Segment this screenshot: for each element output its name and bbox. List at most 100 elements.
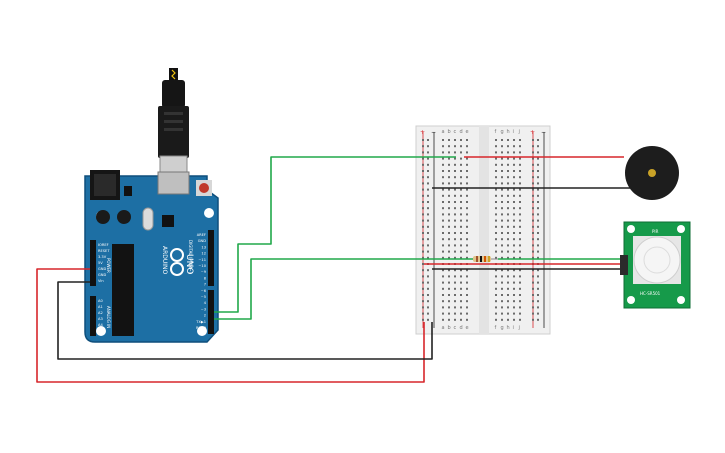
breadboard-hole[interactable] [507, 194, 509, 197]
breadboard-hole[interactable] [507, 157, 509, 160]
breadboard-hole[interactable] [422, 139, 424, 141]
breadboard-hole[interactable] [532, 219, 534, 222]
breadboard-hole[interactable] [442, 188, 444, 191]
breadboard-hole[interactable] [454, 250, 456, 253]
breadboard-hole[interactable] [495, 157, 497, 160]
breadboard-hole[interactable] [448, 287, 450, 290]
breadboard-hole[interactable] [495, 318, 497, 321]
breadboard-hole[interactable] [532, 194, 534, 197]
breadboard-hole[interactable] [507, 163, 509, 166]
breadboard-hole[interactable] [532, 256, 534, 259]
breadboard-hole[interactable] [460, 225, 462, 228]
breadboard-hole[interactable] [466, 151, 468, 154]
breadboard-hole[interactable] [537, 176, 539, 179]
breadboard-hole[interactable] [427, 238, 429, 241]
breadboard-hole[interactable] [507, 201, 509, 203]
breadboard-hole[interactable] [501, 194, 503, 197]
breadboard-hole[interactable] [466, 250, 468, 253]
breadboard-hole[interactable] [454, 281, 456, 284]
breadboard-hole[interactable] [537, 300, 539, 303]
breadboard-hole[interactable] [501, 312, 503, 315]
breadboard-hole[interactable] [442, 287, 444, 290]
breadboard-hole[interactable] [442, 306, 444, 309]
breadboard-hole[interactable] [422, 287, 424, 290]
breadboard-hole[interactable] [495, 312, 497, 315]
breadboard-hole[interactable] [442, 256, 444, 259]
breadboard-hole[interactable] [422, 312, 424, 315]
breadboard-hole[interactable] [532, 232, 534, 234]
breadboard-hole[interactable] [495, 219, 497, 222]
breadboard-hole[interactable] [532, 207, 534, 210]
breadboard-hole[interactable] [537, 139, 539, 141]
breadboard-hole[interactable] [460, 170, 462, 172]
breadboard-hole[interactable] [466, 188, 468, 191]
breadboard-hole[interactable] [537, 201, 539, 203]
breadboard-hole[interactable] [532, 318, 534, 321]
breadboard-hole[interactable] [448, 269, 450, 272]
breadboard-hole[interactable] [466, 281, 468, 284]
breadboard-hole[interactable] [507, 281, 509, 284]
breadboard-hole[interactable] [537, 213, 539, 216]
breadboard-hole[interactable] [427, 145, 429, 148]
breadboard-hole[interactable] [427, 281, 429, 284]
breadboard-hole[interactable] [537, 182, 539, 185]
breadboard-hole[interactable] [442, 300, 444, 303]
breadboard-hole[interactable] [460, 287, 462, 290]
breadboard-hole[interactable] [507, 275, 509, 278]
breadboard-hole[interactable] [501, 256, 503, 259]
breadboard-hole[interactable] [422, 170, 424, 172]
breadboard-hole[interactable] [422, 256, 424, 259]
breadboard-hole[interactable] [501, 281, 503, 284]
breadboard-hole[interactable] [454, 213, 456, 216]
breadboard-hole[interactable] [460, 281, 462, 284]
breadboard-hole[interactable] [442, 275, 444, 278]
breadboard-hole[interactable] [448, 139, 450, 141]
breadboard-hole[interactable] [422, 263, 424, 265]
breadboard-hole[interactable] [532, 151, 534, 154]
breadboard-hole[interactable] [422, 194, 424, 197]
breadboard-hole[interactable] [501, 176, 503, 179]
breadboard-hole[interactable] [442, 163, 444, 166]
breadboard-hole[interactable] [513, 145, 515, 148]
breadboard-hole[interactable] [519, 269, 521, 272]
breadboard-hole[interactable] [495, 207, 497, 210]
breadboard-hole[interactable] [448, 170, 450, 172]
breadboard-hole[interactable] [448, 294, 450, 296]
breadboard-hole[interactable] [442, 157, 444, 160]
breadboard-hole[interactable] [513, 207, 515, 210]
breadboard-hole[interactable] [422, 151, 424, 154]
breadboard-hole[interactable] [466, 182, 468, 185]
breadboard-hole[interactable] [501, 294, 503, 296]
breadboard-hole[interactable] [507, 232, 509, 234]
breadboard-hole[interactable] [422, 176, 424, 179]
breadboard-hole[interactable] [537, 281, 539, 284]
breadboard-hole[interactable] [460, 201, 462, 203]
breadboard-hole[interactable] [448, 256, 450, 259]
breadboard-hole[interactable] [460, 176, 462, 179]
breadboard-hole[interactable] [448, 232, 450, 234]
breadboard-hole[interactable] [466, 287, 468, 290]
breadboard-hole[interactable] [495, 163, 497, 166]
breadboard-hole[interactable] [422, 281, 424, 284]
breadboard-hole[interactable] [532, 170, 534, 172]
breadboard-hole[interactable] [501, 157, 503, 160]
breadboard-hole[interactable] [454, 300, 456, 303]
breadboard-hole[interactable] [460, 232, 462, 234]
breadboard-hole[interactable] [537, 207, 539, 210]
breadboard-hole[interactable] [501, 182, 503, 185]
breadboard-hole[interactable] [427, 219, 429, 222]
breadboard-hole[interactable] [495, 201, 497, 203]
breadboard-hole[interactable] [454, 157, 456, 160]
breadboard-hole[interactable] [448, 213, 450, 216]
breadboard-hole[interactable] [501, 250, 503, 253]
breadboard-hole[interactable] [422, 207, 424, 210]
breadboard-hole[interactable] [454, 188, 456, 191]
breadboard-hole[interactable] [460, 207, 462, 210]
breadboard-hole[interactable] [448, 145, 450, 148]
breadboard-hole[interactable] [442, 207, 444, 210]
breadboard-hole[interactable] [532, 300, 534, 303]
breadboard-hole[interactable] [448, 188, 450, 191]
breadboard-hole[interactable] [495, 244, 497, 247]
breadboard-hole[interactable] [537, 151, 539, 154]
breadboard-hole[interactable] [495, 176, 497, 179]
